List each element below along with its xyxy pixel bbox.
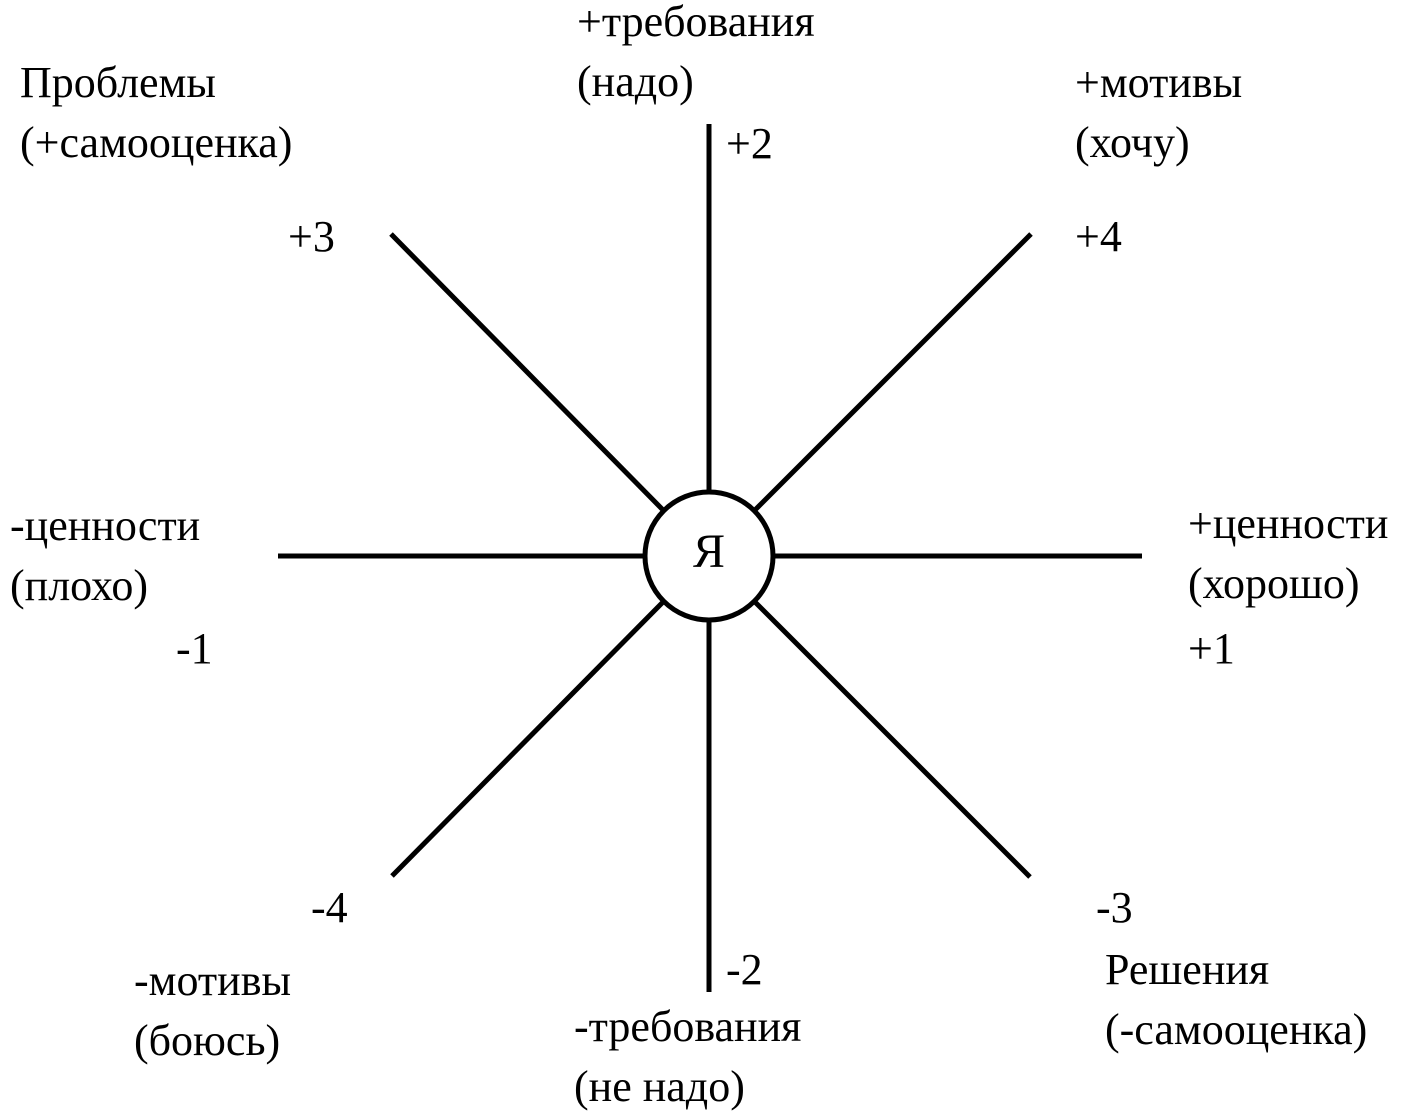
axis-down-left-line	[390, 599, 666, 878]
axis-up-right-line	[752, 232, 1033, 513]
label-up-name: +требования	[577, 0, 815, 46]
value-down-right: -3	[1096, 883, 1133, 932]
label-up-left: Проблемы (+самооценка)	[20, 53, 292, 173]
axis-up-left-line	[389, 232, 666, 513]
value-down-left: -4	[311, 883, 348, 932]
label-down-right-sub: (-самооценка)	[1105, 1005, 1368, 1054]
label-up-sub: (надо)	[577, 57, 694, 106]
label-up-right-name: +мотивы	[1075, 58, 1243, 107]
center-circle	[642, 489, 776, 623]
label-up-left-name: Проблемы	[20, 58, 216, 107]
label-down-right: Решения (-самооценка)	[1105, 940, 1367, 1060]
label-up-left-sub: (+самооценка)	[20, 118, 293, 167]
axis-down-right-line	[752, 599, 1032, 879]
value-right: +1	[1188, 624, 1235, 673]
center-label: Я	[692, 525, 725, 578]
label-down-right-name: Решения	[1105, 945, 1270, 994]
label-left-name: -ценности	[10, 501, 201, 550]
label-down-left-sub: (боюсь)	[134, 1016, 281, 1065]
label-right: +ценности (хорошо)	[1188, 494, 1388, 614]
label-down-left: -мотивы (боюсь)	[134, 951, 291, 1071]
label-down: -требования (не надо)	[574, 997, 801, 1117]
label-right-sub: (хорошо)	[1188, 559, 1360, 608]
label-left-sub: (плохо)	[10, 561, 149, 610]
value-up-left: +3	[288, 212, 335, 261]
label-right-name: +ценности	[1188, 499, 1389, 548]
value-up-right: +4	[1075, 212, 1122, 261]
label-up-right: +мотивы (хочу)	[1075, 53, 1242, 173]
label-up-right-sub: (хочу)	[1075, 118, 1190, 167]
value-down: -2	[726, 945, 763, 994]
value-left: -1	[176, 624, 213, 673]
label-left: -ценности (плохо)	[10, 496, 200, 616]
label-down-left-name: -мотивы	[134, 956, 292, 1005]
value-up: +2	[726, 119, 773, 168]
label-down-name: -требования	[574, 1002, 802, 1051]
label-down-sub: (не надо)	[574, 1062, 745, 1111]
label-up: +требования (надо)	[577, 0, 815, 112]
